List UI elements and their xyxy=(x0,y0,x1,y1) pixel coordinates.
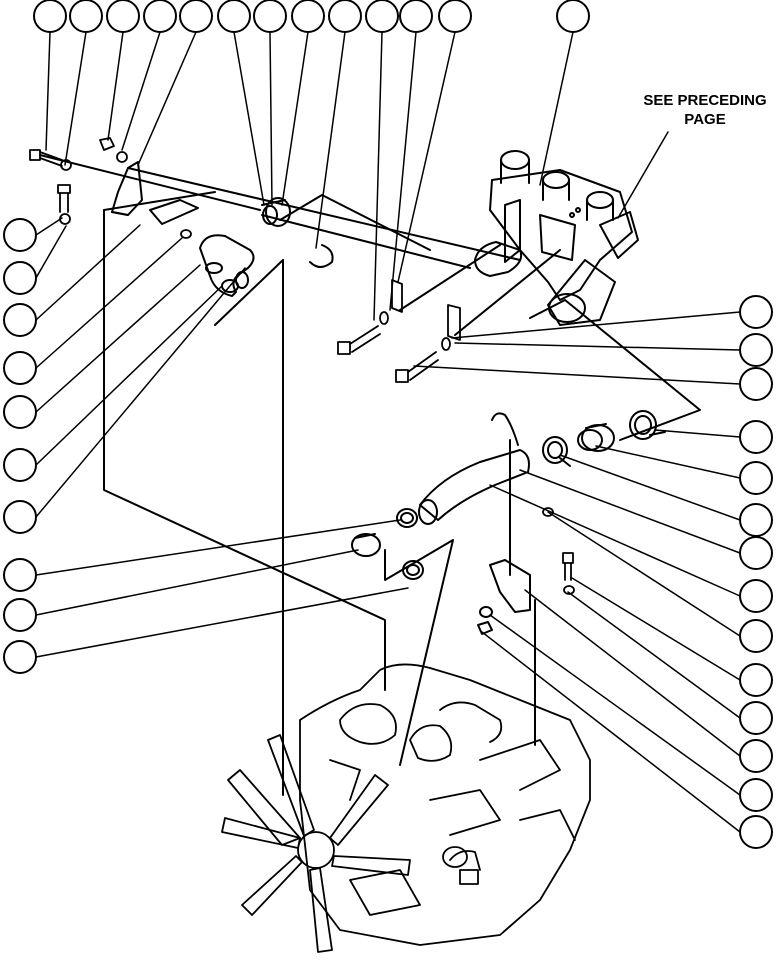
callout-right-8 xyxy=(739,579,773,613)
leaders-right xyxy=(413,311,741,833)
engine-fan xyxy=(221,734,411,953)
callout-right-4 xyxy=(739,420,773,454)
callout-right-10 xyxy=(739,663,773,697)
callout-right-11 xyxy=(739,701,773,735)
callouts-top xyxy=(33,0,590,33)
callouts-left xyxy=(3,218,37,674)
callout-left-3 xyxy=(3,303,37,337)
plug-small xyxy=(180,229,192,239)
strap-mid-1 xyxy=(391,279,403,313)
callout-right-2 xyxy=(739,333,773,367)
engine xyxy=(299,663,591,946)
note-line-1: SEE PRECEDING xyxy=(643,92,766,109)
strap-mid-2 xyxy=(447,304,461,341)
callout-right-14 xyxy=(739,815,773,849)
hose-elbow-upper xyxy=(199,234,255,297)
note-leader xyxy=(617,131,669,219)
callout-top-3 xyxy=(106,0,140,33)
callout-right-3 xyxy=(739,367,773,401)
callout-top-10 xyxy=(365,0,399,33)
callout-top-5 xyxy=(179,0,213,33)
clamp-top xyxy=(261,197,291,227)
callout-left-7 xyxy=(3,500,37,534)
callout-left-8 xyxy=(3,558,37,592)
assembly-lines xyxy=(39,154,701,796)
bolt-mid-1 xyxy=(337,311,389,355)
bolt-left-2 xyxy=(57,184,71,225)
callout-right-5 xyxy=(739,461,773,495)
bolt-mid-2 xyxy=(395,337,451,383)
callout-left-10 xyxy=(3,640,37,674)
bolt-upper-left xyxy=(29,149,72,171)
callout-top-6 xyxy=(217,0,251,33)
callout-left-1 xyxy=(3,218,37,252)
callout-top-4 xyxy=(143,0,177,33)
clamp-right-2 xyxy=(542,436,571,467)
callout-top-12 xyxy=(438,0,472,33)
callout-top-1 xyxy=(33,0,67,33)
callout-top-13 xyxy=(556,0,590,33)
hose-short xyxy=(351,533,381,557)
callouts-right xyxy=(739,295,773,849)
callout-top-8 xyxy=(291,0,325,33)
nut-top xyxy=(99,137,128,163)
callout-right-6 xyxy=(739,503,773,537)
clamp-lower-2 xyxy=(402,560,424,580)
hook-clip xyxy=(309,244,334,268)
clamp-lower-1 xyxy=(396,508,418,528)
callout-left-5 xyxy=(3,395,37,429)
callout-top-7 xyxy=(253,0,287,33)
clamp-right-1 xyxy=(629,410,666,440)
callout-top-9 xyxy=(328,0,362,33)
hose-coupler xyxy=(577,423,615,452)
callout-right-13 xyxy=(739,778,773,812)
manifold-assembly xyxy=(474,150,639,326)
callout-left-6 xyxy=(3,448,37,482)
callout-left-2 xyxy=(3,261,37,295)
callout-right-9 xyxy=(739,619,773,653)
callout-right-7 xyxy=(739,536,773,570)
note-line-2: PAGE xyxy=(684,111,725,128)
callout-right-1 xyxy=(739,295,773,329)
bolt-lower-right xyxy=(562,552,575,595)
leaders-top xyxy=(45,31,574,321)
bracket-lower-right xyxy=(477,559,531,635)
callout-right-12 xyxy=(739,739,773,773)
callout-left-9 xyxy=(3,598,37,632)
leaders-left xyxy=(35,217,409,658)
callout-left-4 xyxy=(3,351,37,385)
callout-top-2 xyxy=(69,0,103,33)
pipe-hose xyxy=(418,412,530,525)
nut-right xyxy=(542,507,554,517)
bracket-left xyxy=(111,161,199,225)
callout-top-11 xyxy=(399,0,433,33)
